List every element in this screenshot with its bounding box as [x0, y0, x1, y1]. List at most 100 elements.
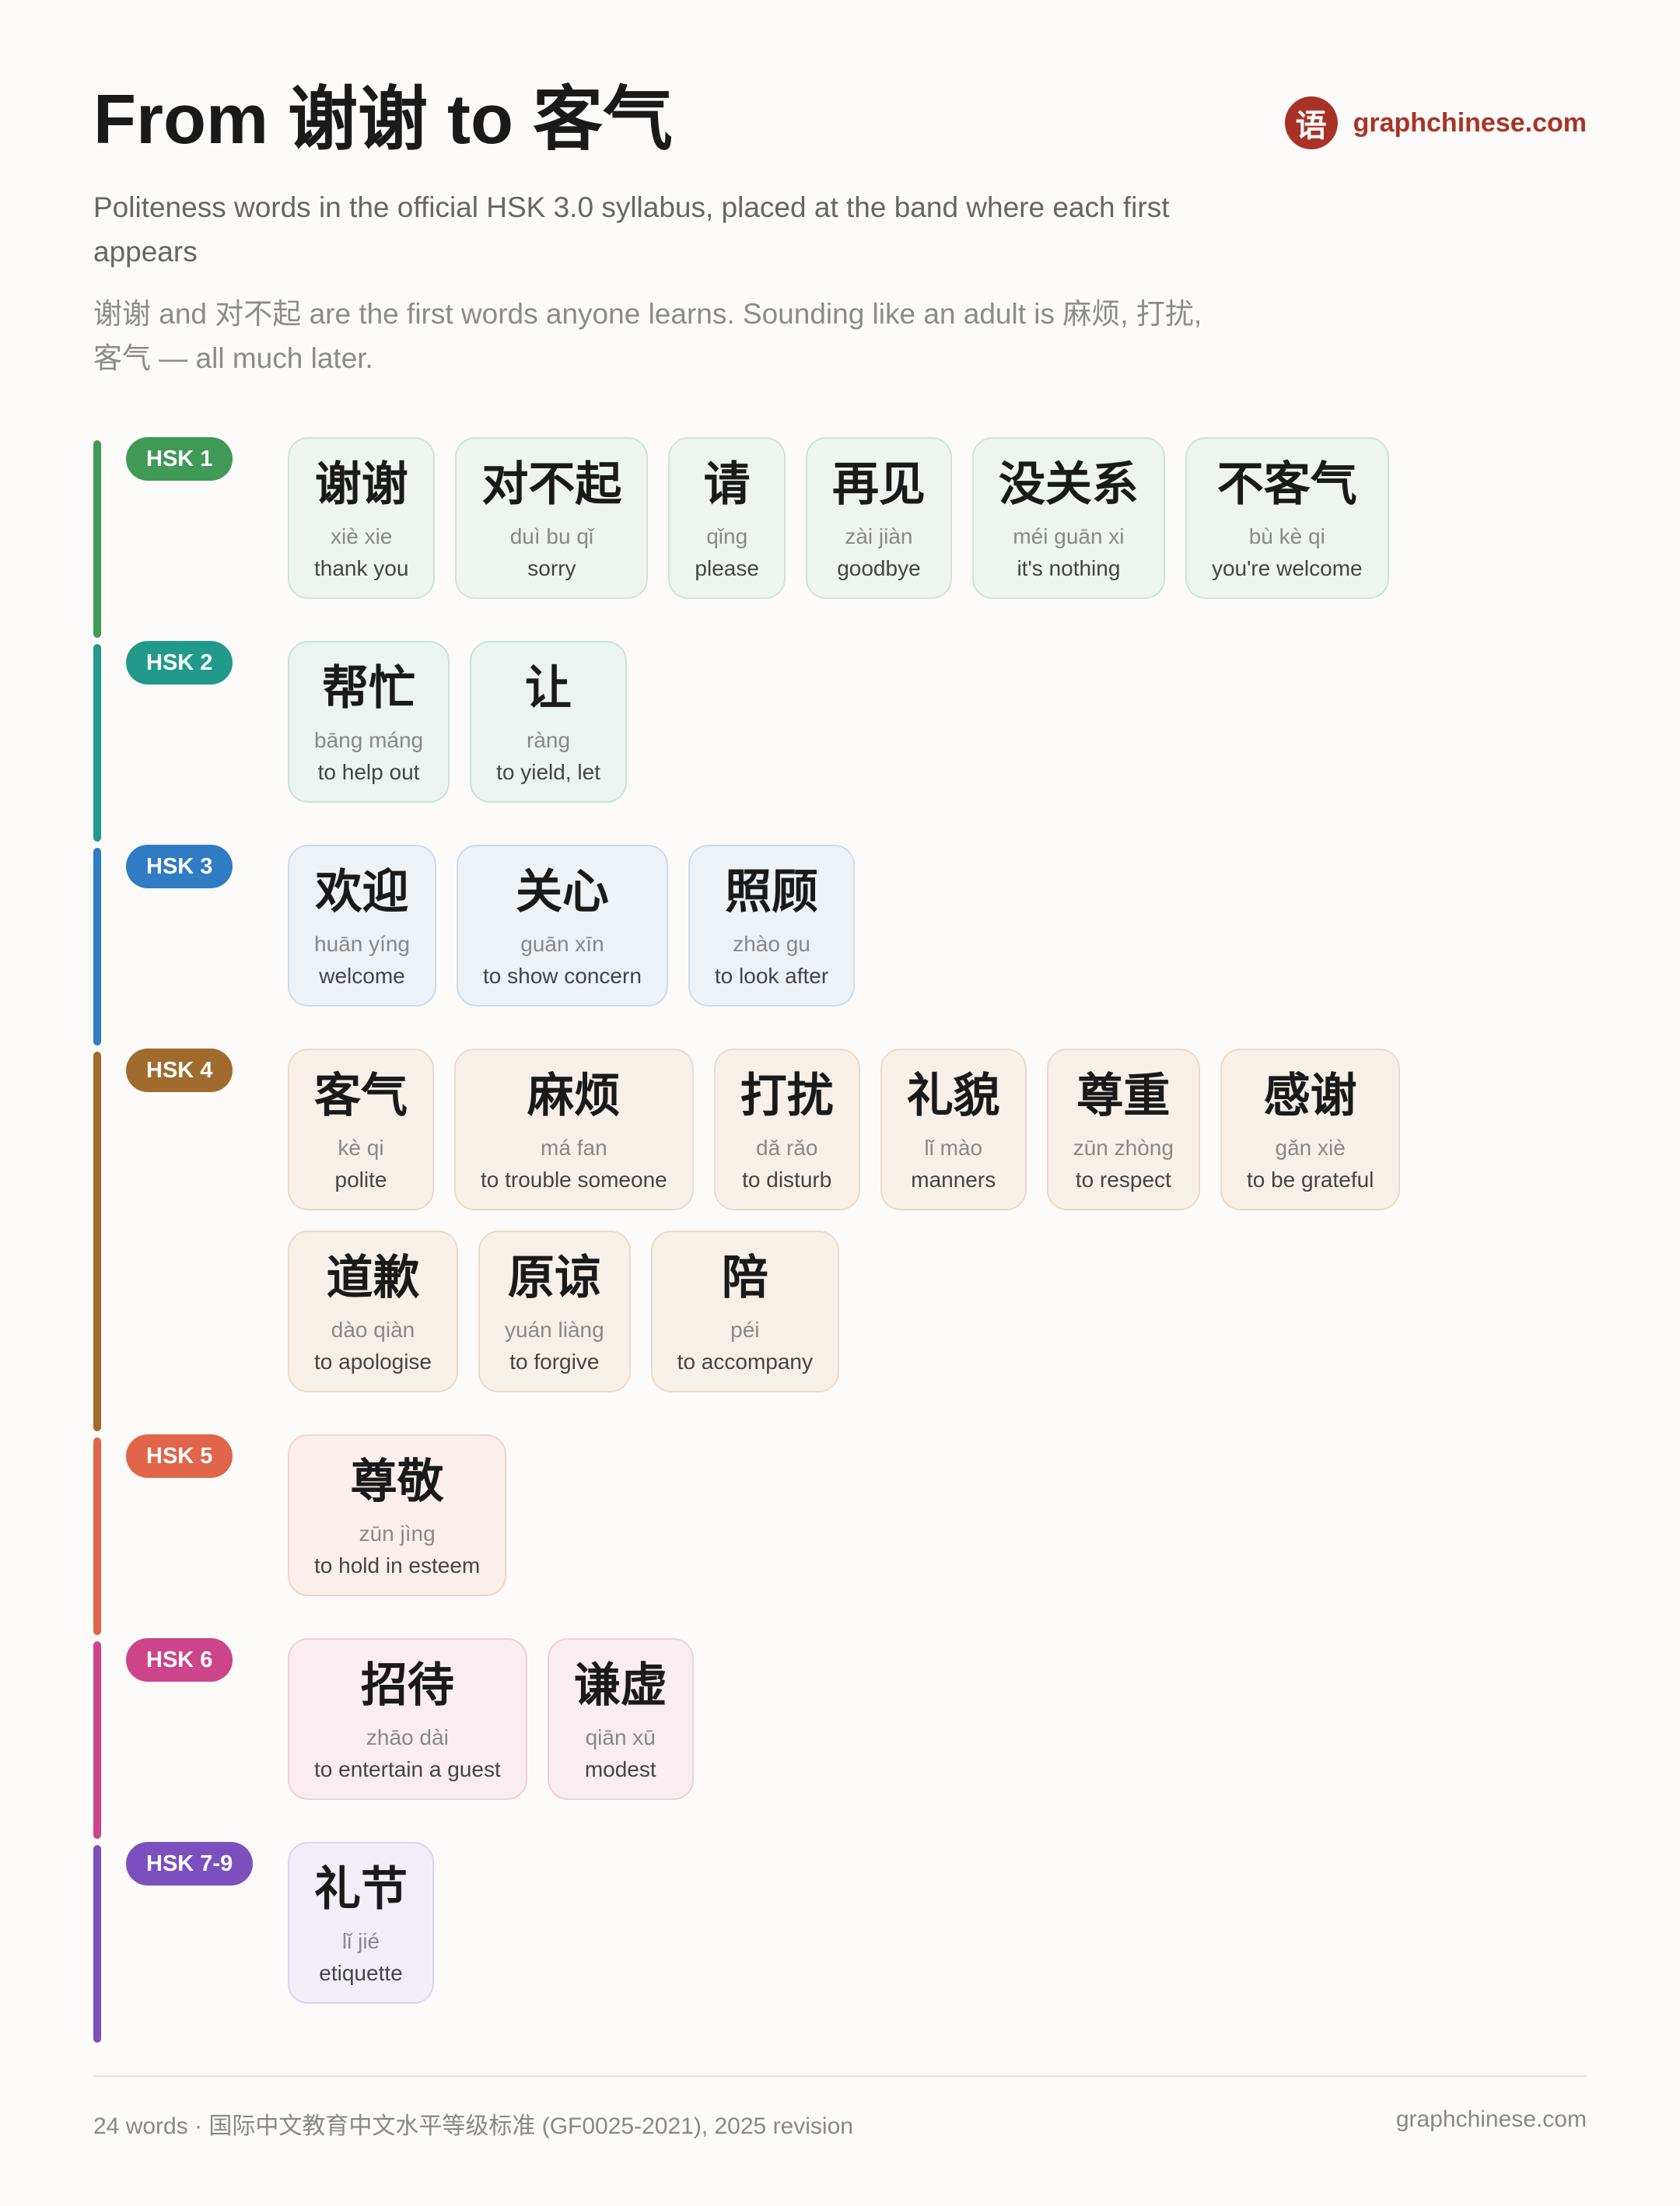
band-badge: HSK 3: [126, 845, 233, 888]
word-pinyin: huān yíng: [314, 932, 410, 956]
band-rail: [93, 848, 101, 1045]
word-card[interactable]: 麻烦 má fan to trouble someone: [454, 1049, 694, 1210]
word-english: it's nothing: [1017, 556, 1121, 580]
word-english: please: [695, 556, 759, 580]
footer: 24 words · 国际中文教育中文水平等级标准 (GF0025-2021),…: [93, 2075, 1587, 2141]
word-english: to accompany: [677, 1350, 813, 1374]
band-badge-column: HSK 5: [101, 1434, 288, 1638]
word-pinyin: zūn jìng: [359, 1521, 436, 1546]
word-pinyin: lǐ mào: [924, 1136, 983, 1160]
footer-site[interactable]: graphchinese.com: [1395, 2106, 1587, 2132]
word-pinyin: lǐ jié: [341, 1929, 380, 1953]
word-pinyin: qǐng: [706, 524, 748, 548]
word-english: to help out: [317, 760, 420, 784]
brand[interactable]: 语 graphchinese.com: [1284, 96, 1587, 149]
band-badge: HSK 2: [126, 641, 233, 685]
word-card[interactable]: 礼节 lǐ jié etiquette: [288, 1842, 434, 2004]
band-rail: [93, 440, 101, 638]
word-english: to yield, let: [496, 760, 600, 784]
word-english: to be grateful: [1246, 1168, 1374, 1192]
word-hanzi: 礼貌: [906, 1069, 1000, 1123]
word-card[interactable]: 道歉 dào qiàn to apologise: [288, 1231, 459, 1392]
word-pinyin: zhāo dài: [366, 1725, 449, 1749]
band-badge: HSK 1: [126, 437, 233, 481]
word-english: thank you: [314, 556, 409, 580]
band-rail: [93, 1052, 101, 1431]
word-pinyin: bāng máng: [314, 728, 424, 752]
word-hanzi: 麻烦: [527, 1069, 621, 1123]
word-hanzi: 谢谢: [314, 457, 408, 512]
footer-source: 24 words · 国际中文教育中文水平等级标准 (GF0025-2021),…: [93, 2113, 853, 2139]
word-english: manners: [911, 1168, 996, 1192]
word-hanzi: 道歉: [326, 1251, 420, 1305]
word-hanzi: 没关系: [998, 457, 1139, 512]
word-hanzi: 感谢: [1263, 1069, 1357, 1123]
word-english: polite: [334, 1168, 387, 1192]
band-rail: [93, 1437, 101, 1635]
word-pinyin: péi: [730, 1318, 760, 1342]
brand-name[interactable]: graphchinese.com: [1353, 107, 1587, 138]
word-english: to show concern: [483, 964, 642, 988]
word-english: sorry: [527, 556, 576, 580]
word-english: you're welcome: [1211, 556, 1363, 580]
word-english: to apologise: [314, 1350, 432, 1374]
band-rail: [93, 1845, 101, 2043]
word-hanzi: 照顾: [725, 865, 819, 919]
band-rail: [93, 644, 101, 842]
band-cards: 礼节 lǐ jié etiquette: [288, 1842, 1532, 2046]
word-hanzi: 对不起: [481, 457, 622, 512]
word-hanzi: 礼节: [314, 1862, 408, 1917]
word-hanzi: 谦虚: [573, 1658, 667, 1713]
word-pinyin: dào qiàn: [331, 1318, 415, 1342]
word-card[interactable]: 谢谢 xiè xie thank you: [288, 437, 436, 599]
word-hanzi: 原谅: [507, 1251, 601, 1305]
word-english: welcome: [319, 964, 405, 988]
word-hanzi: 客气: [314, 1069, 408, 1123]
word-card[interactable]: 礼貌 lǐ mào manners: [880, 1049, 1027, 1210]
word-hanzi: 关心: [515, 865, 609, 919]
word-hanzi: 请: [703, 457, 751, 512]
word-pinyin: má fan: [541, 1136, 607, 1160]
band-badge: HSK 5: [126, 1434, 233, 1478]
word-english: etiquette: [319, 1961, 403, 1985]
word-pinyin: xiè xie: [331, 524, 393, 548]
band-badge: HSK 6: [126, 1638, 233, 1682]
word-pinyin: zhào gu: [733, 932, 810, 956]
word-hanzi: 招待: [360, 1658, 454, 1713]
word-pinyin: yuán liàng: [505, 1318, 604, 1342]
band-badge-column: HSK 6: [101, 1638, 288, 1842]
band-badge: HSK 7-9: [126, 1842, 254, 1886]
word-hanzi: 让: [525, 661, 572, 716]
word-card[interactable]: 请 qǐng please: [668, 437, 786, 599]
page-intro: 谢谢 and 对不起 are the first words anyone le…: [93, 297, 1202, 375]
word-english: to trouble someone: [481, 1168, 667, 1192]
